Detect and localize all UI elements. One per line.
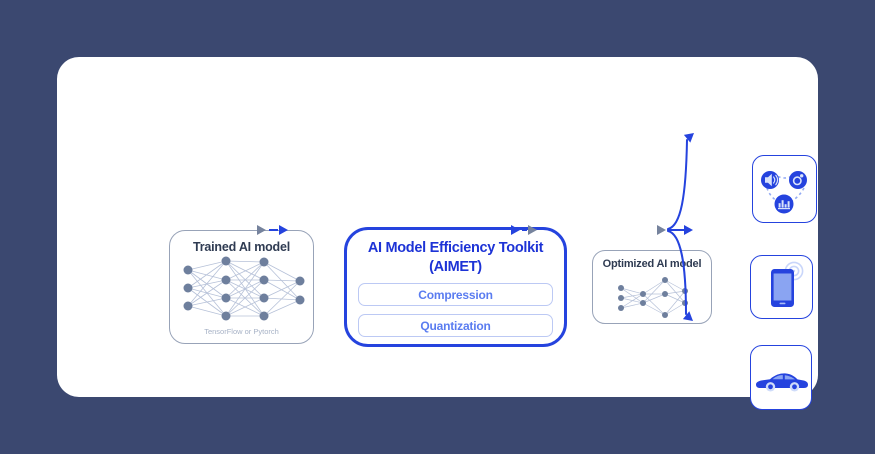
compression-pill: Compression	[358, 283, 553, 306]
car-icon	[756, 373, 808, 392]
aimet-title-line2: (AIMET)	[429, 259, 482, 275]
aimet-title-line1: AI Model Efficiency Toolkit	[367, 240, 544, 256]
quantization-pill: Quantization	[358, 314, 553, 337]
quantization-label: Quantization	[420, 318, 491, 333]
trained-model-box: Trained AI model TensorFlow or Pytorch	[169, 230, 314, 344]
optimized-model-box: Optimized AI model	[592, 250, 712, 324]
audio-vision-analytics-graphic	[761, 171, 807, 214]
trained-network-graphic	[183, 256, 305, 321]
use-case-audio-vision-box	[752, 155, 817, 223]
smartphone-graphic	[771, 261, 804, 307]
use-case-car-box	[750, 345, 812, 410]
trained-model-title: Trained AI model	[192, 240, 291, 254]
camera-icon	[789, 171, 807, 189]
car-graphic	[756, 373, 808, 392]
diagram-card: Trained AI model TensorFlow or Pytorch A…	[57, 57, 818, 410]
chart-icon	[774, 194, 794, 214]
speaker-icon	[761, 171, 779, 189]
aimet-box: AI Model Efficiency Toolkit (AIMET) Comp…	[344, 227, 567, 347]
optimized-network-graphic	[618, 277, 688, 318]
aimet-title: AI Model Efficiency Toolkit (AIMET)	[347, 239, 564, 277]
compression-label: Compression	[418, 287, 493, 302]
use-case-phone-box	[750, 255, 813, 319]
smartphone-icon	[771, 269, 794, 307]
framework-caption: TensorFlow or Pytorch	[204, 327, 279, 336]
